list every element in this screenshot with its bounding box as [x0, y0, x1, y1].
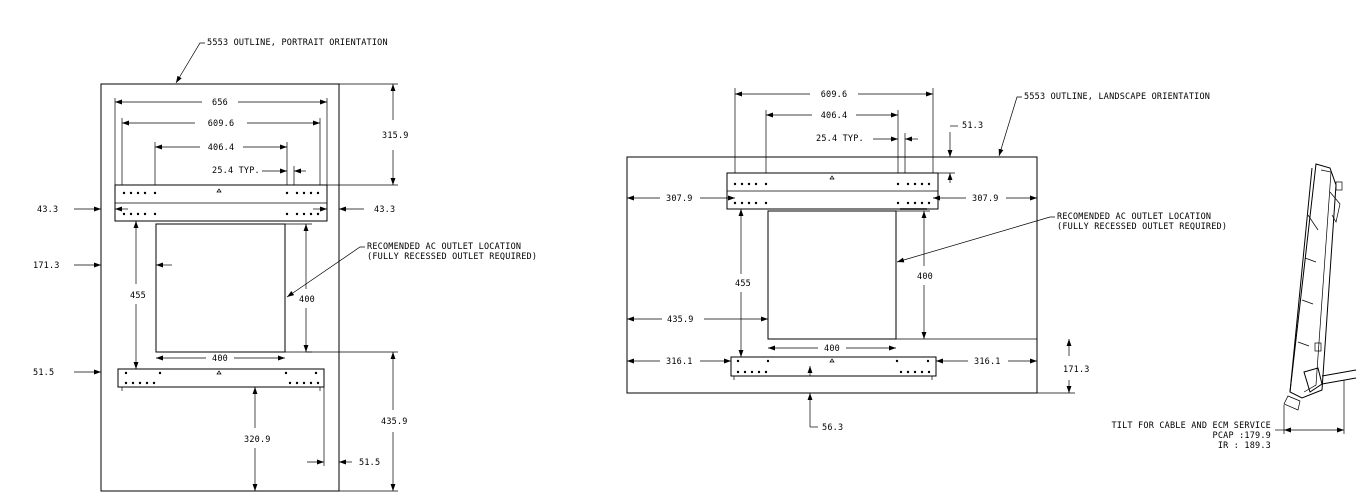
landscape-dim-435: 435.9 [667, 315, 694, 325]
landscape-dim-307-left: 307.9 [666, 194, 693, 204]
landscape-dim-307-right: 307.9 [972, 194, 999, 204]
landscape-top-bracket-holes [733, 175, 931, 205]
portrait-bottom-bracket [117, 368, 325, 388]
side-foot [1283, 395, 1301, 411]
side-top-clip [1335, 181, 1343, 191]
portrait-dim-455: 455 [130, 291, 146, 301]
landscape-dim-406: 406.4 [821, 111, 848, 121]
portrait-outlet-label-2: (FULLY RECESSED OUTLET REQUIRED) [367, 252, 537, 262]
side-bottom-hinge [1303, 367, 1323, 393]
landscape-view: 5553 OUTLINE, LANDSCAPE ORIENTATION [626, 88, 1227, 433]
portrait-dim-51-right: 51.5 [359, 458, 380, 468]
side-tilt-label: TILT FOR CABLE AND ECM SERVICE [1111, 421, 1271, 431]
landscape-callout-leader [998, 96, 1022, 157]
landscape-dim-400-h: 400 [824, 344, 840, 354]
side-wall-arm [1321, 369, 1357, 377]
portrait-outlet-leader [286, 246, 365, 298]
side-hinge-top [1329, 191, 1341, 223]
portrait-dim-typ: 25.4 TYP. [212, 166, 260, 176]
portrait-dim-609: 609.6 [208, 119, 235, 129]
portrait-dim-51-left: 51.5 [33, 368, 54, 378]
landscape-dim-400-v: 400 [917, 272, 933, 282]
portrait-bottom-bracket-holes [124, 370, 320, 385]
portrait-outline [100, 83, 340, 492]
landscape-dim-56: 56.3 [822, 423, 843, 433]
landscape-outlet-leader [896, 216, 1055, 263]
landscape-bottom-bracket-holes [736, 358, 931, 374]
landscape-dim-316-left: 316.1 [666, 357, 693, 367]
landscape-outlet-label-1: RECOMENDED AC OUTLET LOCATION [1057, 212, 1211, 222]
portrait-dim-43-left: 43.3 [37, 205, 58, 215]
side-view: TILT FOR CABLE AND ECM SERVICE PCAP :179… [1111, 163, 1357, 451]
landscape-dim-51: 51.3 [962, 121, 983, 131]
portrait-dim-320: 320.9 [244, 435, 271, 445]
portrait-dim-43-right: 43.3 [374, 205, 395, 215]
portrait-outlet-label-1: RECOMENDED AC OUTLET LOCATION [367, 242, 521, 252]
portrait-dim-656: 656 [212, 98, 228, 108]
landscape-dim-typ: 25.4 TYP. [816, 134, 864, 144]
landscape-dim-609: 609.6 [821, 90, 848, 100]
landscape-dim-455: 455 [735, 279, 751, 289]
landscape-callout-text: 5553 OUTLINE, LANDSCAPE ORIENTATION [1024, 92, 1210, 102]
landscape-outlet-label-2: (FULLY RECESSED OUTLET REQUIRED) [1057, 222, 1227, 232]
landscape-bottom-bracket [730, 356, 937, 377]
portrait-dim-171: 171.3 [33, 261, 60, 271]
portrait-dim-315: 315.9 [382, 131, 409, 141]
portrait-dim-406: 406.4 [208, 143, 235, 153]
landscape-dim-171: 171.3 [1063, 365, 1090, 375]
portrait-callout-text: 5553 OUTLINE, PORTRAIT ORIENTATION [207, 38, 388, 48]
portrait-dim-400-v: 400 [299, 295, 315, 305]
side-tilt-ir: IR : 189.3 [1218, 441, 1271, 451]
side-mid-clip [1314, 342, 1322, 352]
portrait-top-bracket-holes [122, 188, 320, 216]
landscape-outlet-area [767, 210, 897, 340]
side-tilt-pcap: PCAP :179.9 [1213, 431, 1272, 441]
portrait-dim-435: 435.9 [381, 417, 408, 427]
portrait-dim-400-h: 400 [212, 354, 228, 364]
portrait-outlet-area [155, 223, 286, 353]
landscape-dim-316-right: 316.1 [974, 357, 1001, 367]
landscape-outline [626, 156, 1038, 394]
portrait-callout-leader [175, 42, 205, 84]
portrait-view: 5553 OUTLINE, PORTRAIT ORIENTATION 656 [33, 38, 537, 492]
